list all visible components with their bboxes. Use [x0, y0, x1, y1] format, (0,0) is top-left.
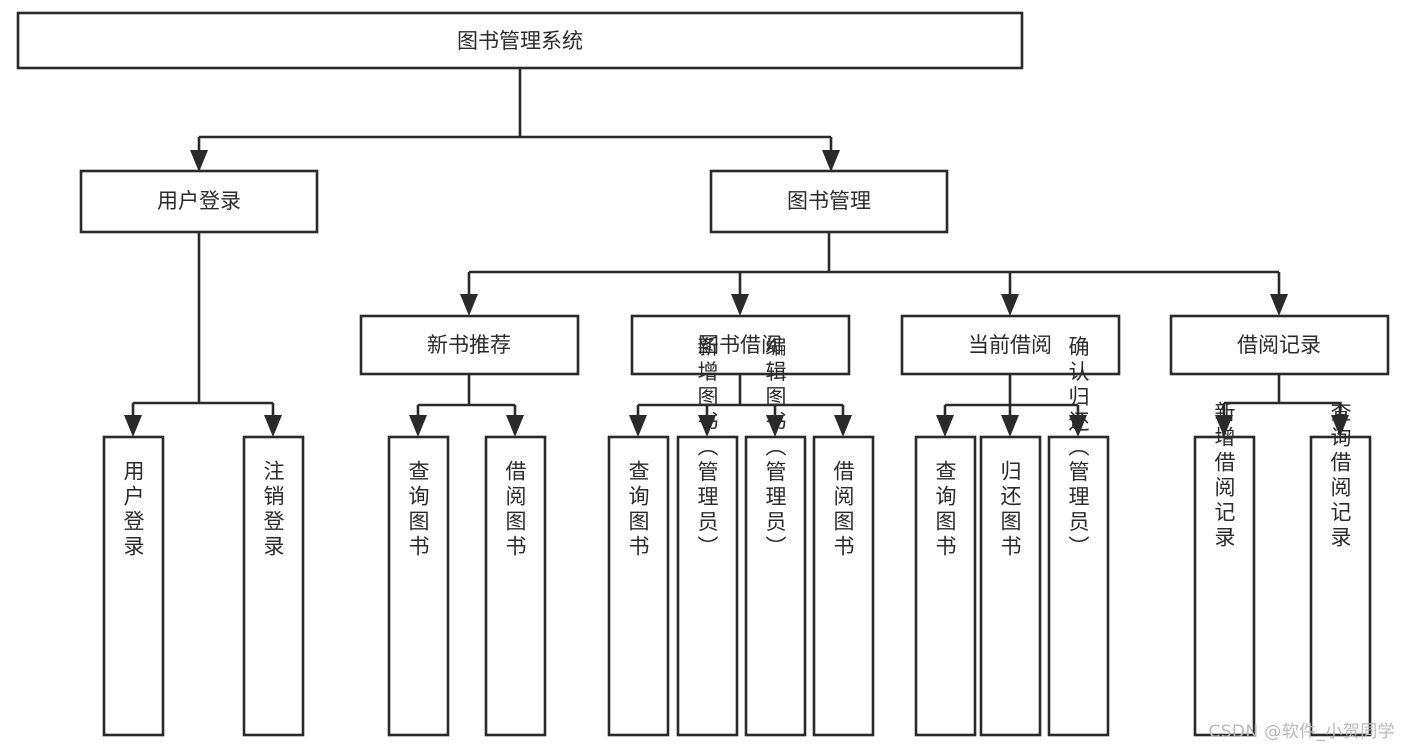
arrow-head-leaf-logout [264, 415, 282, 437]
leaf-query-record-box[interactable] [1309, 435, 1372, 737]
leaf-user-login-label: 用户登录 [121, 460, 145, 560]
connector-newbook-to-leaves [416, 374, 517, 423]
leaf-add-book-label: 新增图书（管理员） [695, 336, 719, 561]
leaf-edit-book-box[interactable] [744, 435, 807, 737]
connector-bookborrow-to-leaves [636, 374, 845, 423]
connector-currentborrow-to-leaves [943, 374, 1080, 423]
node-user-login-label: 用户登录 [157, 189, 241, 213]
leaf-query-book-3[interactable]: 查询图书 [914, 435, 977, 737]
leaf-query-book-2-box[interactable] [607, 435, 670, 737]
node-current-borrow[interactable]: 当前借阅 [900, 314, 1121, 376]
node-book-management-box[interactable] [709, 169, 949, 234]
arrow-head-current-borrow [1001, 294, 1019, 316]
node-root-label: 图书管理系统 [457, 29, 583, 53]
leaf-query-book-3-label: 查询图书 [933, 460, 957, 560]
leaf-borrow-book-2[interactable]: 借阅图书 [812, 435, 875, 737]
arrow-head-leaf-user-login [124, 415, 142, 437]
leaf-user-login[interactable]: 用户登录 [102, 435, 165, 737]
node-new-book-recommend-label: 新书推荐 [427, 333, 511, 357]
leaf-confirm-return-box[interactable] [1047, 435, 1110, 737]
leaf-edit-book[interactable]: 编辑图书（管理员） [744, 336, 807, 737]
node-user-login-box[interactable] [79, 169, 319, 234]
arrow-head-book-borrow [731, 294, 749, 316]
node-new-book-recommend[interactable]: 新书推荐 [359, 314, 580, 376]
leaf-logout[interactable]: 注销登录 [242, 435, 305, 737]
leaf-return-book[interactable]: 归还图书 [979, 435, 1042, 737]
leaf-query-book-1-label: 查询图书 [406, 460, 430, 560]
leaf-confirm-return[interactable]: 确认归还（管理员） [1047, 336, 1110, 737]
connector-borrowrecord-to-leaves [1222, 374, 1342, 423]
arrow-head-user-login [190, 150, 208, 172]
leaf-return-book-label: 归还图书 [998, 460, 1022, 560]
arrow-head-leaf-query-book-1 [409, 415, 427, 437]
node-borrow-record-box[interactable] [1169, 314, 1390, 376]
leaf-logout-label: 注销登录 [261, 460, 285, 560]
node-book-borrow[interactable]: 图书借阅 [630, 314, 851, 376]
leaf-add-book-box[interactable] [676, 435, 739, 737]
arrow-head-leaf-borrow-book-2 [834, 415, 852, 437]
node-root-box[interactable] [16, 11, 1024, 70]
leaf-logout-box[interactable] [242, 435, 305, 737]
arrow-head-leaf-edit-book [766, 415, 784, 437]
arrow-head-leaf-confirm-return [1069, 415, 1087, 437]
leaf-add-record-label: 新增借阅记录 [1212, 401, 1236, 551]
leaf-query-book-2[interactable]: 查询图书 [607, 435, 670, 737]
leaf-add-book[interactable]: 新增图书（管理员） [676, 336, 739, 737]
leaf-query-book-2-label: 查询图书 [626, 460, 650, 560]
arrow-head-leaf-return-book [1001, 415, 1019, 437]
node-current-borrow-box[interactable] [900, 314, 1121, 376]
node-root[interactable]: 图书管理系统 [16, 11, 1024, 70]
leaf-add-record-box[interactable] [1193, 435, 1256, 737]
arrow-head-leaf-add-record [1215, 415, 1233, 437]
leaf-query-book-1-box[interactable] [387, 435, 450, 737]
leaf-confirm-return-label: 确认归还（管理员） [1066, 336, 1090, 561]
connectors-layer [124, 68, 1349, 437]
node-borrow-record[interactable]: 借阅记录 [1169, 314, 1390, 376]
leaf-user-login-box[interactable] [102, 435, 165, 737]
leaf-query-record-label: 查询借阅记录 [1328, 401, 1352, 551]
arrow-head-borrow-record [1270, 294, 1288, 316]
connector-bookmgmt-to-level3 [467, 232, 1281, 302]
leaf-return-book-box[interactable] [979, 435, 1042, 737]
node-book-borrow-label: 图书借阅 [698, 333, 782, 357]
leaf-borrow-book-1[interactable]: 借阅图书 [484, 435, 547, 737]
arrow-head-leaf-query-book-3 [936, 415, 954, 437]
arrow-head-leaf-add-book [698, 415, 716, 437]
node-user-login[interactable]: 用户登录 [79, 169, 319, 234]
node-book-borrow-box[interactable] [630, 314, 851, 376]
arrow-head-leaf-borrow-book-1 [506, 415, 524, 437]
node-new-book-recommend-box[interactable] [359, 314, 580, 376]
leaf-edit-book-label: 编辑图书（管理员） [763, 336, 787, 561]
arrow-head-new-book-recommend [460, 294, 478, 316]
leaf-add-record[interactable]: 新增借阅记录 [1193, 401, 1256, 737]
node-current-borrow-label: 当前借阅 [968, 333, 1052, 357]
arrow-head-leaf-query-record [1331, 415, 1349, 437]
arrow-head-leaf-query-book-2 [629, 415, 647, 437]
leaf-query-record[interactable]: 查询借阅记录 [1309, 401, 1372, 737]
leaf-borrow-book-1-label: 借阅图书 [503, 460, 527, 560]
leaf-borrow-book-1-box[interactable] [484, 435, 547, 737]
connector-root-to-level2 [197, 68, 833, 158]
node-borrow-record-label: 借阅记录 [1237, 333, 1321, 357]
node-book-management-label: 图书管理 [787, 189, 871, 213]
leaf-query-book-3-box[interactable] [914, 435, 977, 737]
leaf-borrow-book-2-box[interactable] [812, 435, 875, 737]
leaf-query-book-1[interactable]: 查询图书 [387, 435, 450, 737]
node-book-management[interactable]: 图书管理 [709, 169, 949, 234]
leaf-borrow-book-2-label: 借阅图书 [831, 460, 855, 560]
csdn-watermark: CSDN @软件_小贺同学 [1208, 722, 1395, 742]
arrow-head-book-management [822, 150, 840, 172]
connector-userlogin-to-leaves [131, 232, 275, 423]
